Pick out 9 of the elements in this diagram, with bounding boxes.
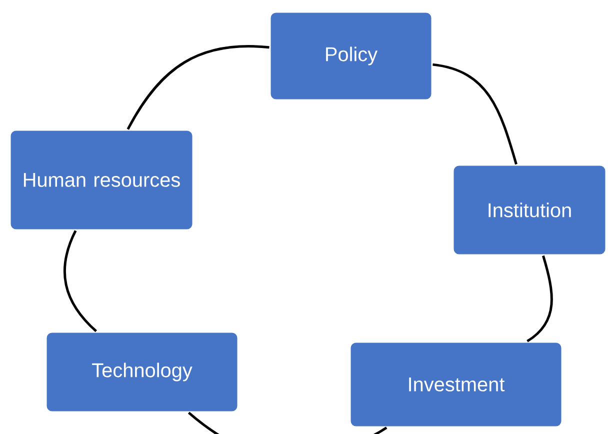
process-box: Technology [45, 331, 239, 413]
connector-arc [126, 45, 270, 130]
connector-arc [526, 255, 553, 342]
connector-arc [432, 63, 518, 165]
connector-arc [64, 230, 98, 332]
process-box: Human resources [9, 129, 194, 231]
process-box: Institution [452, 164, 607, 256]
process-box: Investment [349, 341, 563, 428]
process-box: Policy [269, 11, 433, 101]
